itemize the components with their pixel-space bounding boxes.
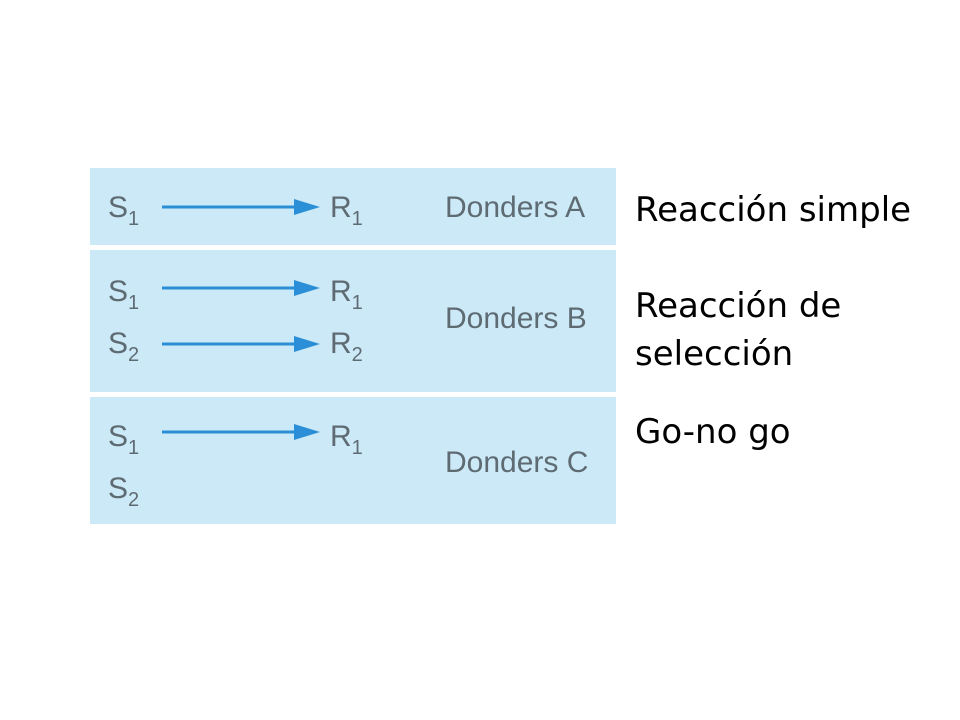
donders-c-panel bbox=[90, 397, 616, 524]
label-reaccion-simple: Reacción simple bbox=[635, 190, 912, 230]
stimulus-s1: S1 bbox=[108, 420, 140, 459]
response-r1: R1 bbox=[330, 420, 363, 459]
response-r2: R2 bbox=[330, 327, 363, 366]
label-reaccion-de-seleccion: Reacción de selección bbox=[635, 286, 842, 374]
stimulus-s1: S1 bbox=[108, 191, 140, 230]
stimulus-s1: S1 bbox=[108, 275, 140, 314]
paradigm-donders-b: Donders B bbox=[445, 302, 587, 335]
paradigm-donders-c: Donders C bbox=[445, 446, 589, 479]
stimulus-s2: S2 bbox=[108, 327, 140, 366]
label-go-no-go: Go-no go bbox=[635, 412, 791, 452]
stimulus-s2: S2 bbox=[108, 472, 140, 511]
arrow-icon bbox=[162, 199, 320, 215]
arrow-icon bbox=[162, 424, 320, 440]
donders-b-panel bbox=[90, 250, 616, 392]
arrow-icon bbox=[162, 336, 320, 352]
response-r1: R1 bbox=[330, 275, 363, 314]
paradigm-donders-a: Donders A bbox=[445, 191, 586, 224]
response-r1: R1 bbox=[330, 191, 363, 230]
arrow-icon bbox=[162, 280, 320, 296]
